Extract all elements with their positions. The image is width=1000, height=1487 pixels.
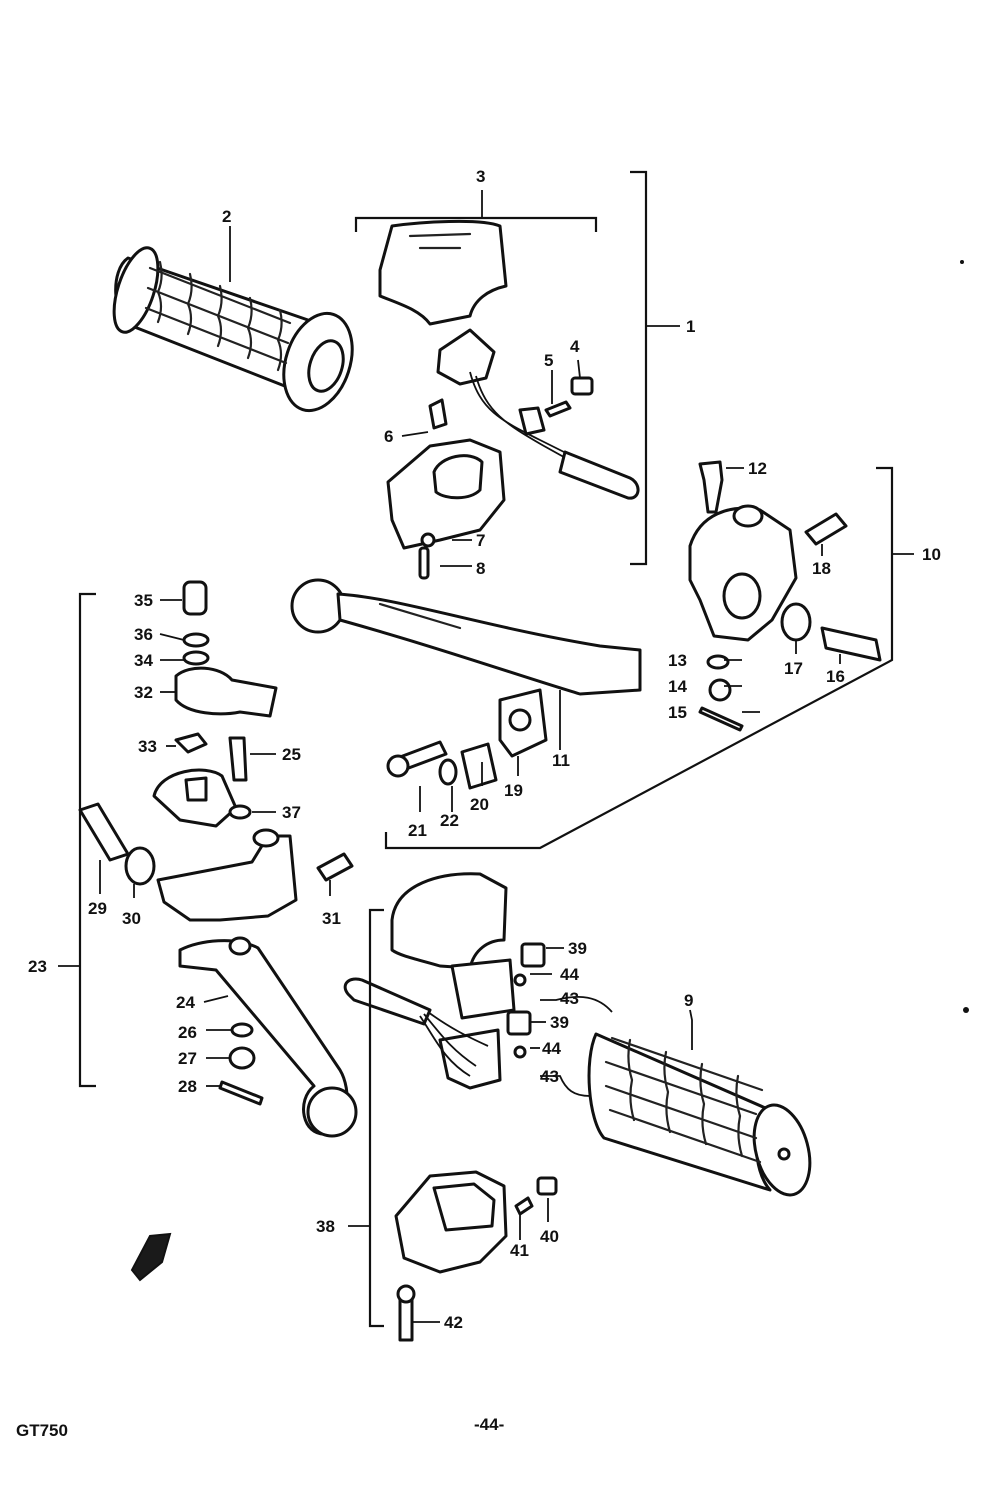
- callout-35: 35: [134, 591, 153, 610]
- callout-30: 30: [122, 909, 141, 928]
- callout-8: 8: [476, 559, 485, 578]
- left-handlebar-grip: [112, 246, 354, 413]
- callout-7: 7: [476, 531, 485, 550]
- page-number: -44-: [474, 1415, 504, 1434]
- clutch-assembly-bracket: [384, 466, 894, 850]
- front-direction-icon: [130, 1232, 172, 1282]
- callout-6: 6: [384, 427, 393, 446]
- right-switch-wiring: [343, 942, 546, 1090]
- callout-20: 20: [470, 795, 489, 814]
- callout-3: 3: [476, 167, 485, 186]
- callout-43-upper: 43: [560, 989, 579, 1008]
- speck-1: [960, 260, 964, 264]
- callout-25: 25: [282, 745, 301, 764]
- speck-2: [963, 1007, 969, 1013]
- callout-39-lower: 39: [550, 1013, 569, 1032]
- clutch-perch-bolts: [698, 512, 882, 732]
- callout-19: 19: [504, 781, 523, 800]
- brake-assembly-bracket: [78, 592, 96, 1088]
- callout-21: 21: [408, 821, 427, 840]
- callout-2: 2: [222, 207, 231, 226]
- callout-18: 18: [812, 559, 831, 578]
- callout-labels: 1 2 3 4 5 6 7 8 9 10 11 12 13 14 15 16 1…: [28, 167, 941, 1332]
- left-switch-assembly-bracket: [630, 170, 648, 566]
- callout-10: 10: [922, 545, 941, 564]
- throttle-cable-guide: [152, 580, 278, 828]
- callout-27: 27: [178, 1049, 197, 1068]
- callout-31: 31: [322, 909, 341, 928]
- callout-12: 12: [748, 459, 767, 478]
- callout-5: 5: [544, 351, 553, 370]
- callout-23: 23: [28, 957, 47, 976]
- callout-24: 24: [176, 993, 195, 1012]
- callout-36: 36: [134, 625, 153, 644]
- right-switch-bracket: [368, 908, 384, 1328]
- callout-34: 34: [134, 651, 153, 670]
- callout-leaders: [58, 190, 914, 1323]
- callout-41: 41: [510, 1241, 529, 1260]
- callout-32: 32: [134, 683, 153, 702]
- clutch-lever-perch: [688, 460, 798, 642]
- pivot-bolt-set: [386, 688, 548, 790]
- callout-15: 15: [668, 703, 687, 722]
- left-switch-lower-housing: [386, 438, 506, 550]
- callout-17: 17: [784, 659, 803, 678]
- left-switch-wiring: [428, 328, 640, 500]
- callout-33: 33: [138, 737, 157, 756]
- callout-13: 13: [668, 651, 687, 670]
- callout-42: 42: [444, 1313, 463, 1332]
- callout-29: 29: [88, 899, 107, 918]
- small-screws-left-switch: [418, 376, 594, 580]
- front-brake-master-lever: [156, 828, 358, 1138]
- callout-40: 40: [540, 1227, 559, 1246]
- left-switch-upper-cover: [378, 219, 508, 326]
- callout-22: 22: [440, 811, 459, 830]
- brake-lever-pivot-parts: [78, 802, 354, 1106]
- left-switch-cover-bracket: [354, 216, 598, 232]
- callout-9: 9: [684, 991, 693, 1010]
- callout-38: 38: [316, 1217, 335, 1236]
- callout-44-lower: 44: [542, 1039, 561, 1058]
- callout-14: 14: [668, 677, 687, 696]
- callout-39-upper: 39: [568, 939, 587, 958]
- callout-44-upper: 44: [560, 965, 579, 984]
- callout-16: 16: [826, 667, 845, 686]
- callout-11: 11: [552, 751, 570, 770]
- clutch-lever: [290, 578, 642, 696]
- right-switch-upper-cover: [390, 872, 508, 970]
- callout-43-lower: 43: [540, 1067, 559, 1086]
- right-switch-lower-housing: [394, 1170, 558, 1342]
- model-code: GT750: [16, 1421, 68, 1440]
- right-handlebar-grip: [587, 1032, 812, 1197]
- callout-28: 28: [178, 1077, 197, 1096]
- callout-37: 37: [282, 803, 301, 822]
- callout-4: 4: [570, 337, 580, 356]
- callout-1: 1: [686, 317, 695, 336]
- callout-26: 26: [178, 1023, 197, 1042]
